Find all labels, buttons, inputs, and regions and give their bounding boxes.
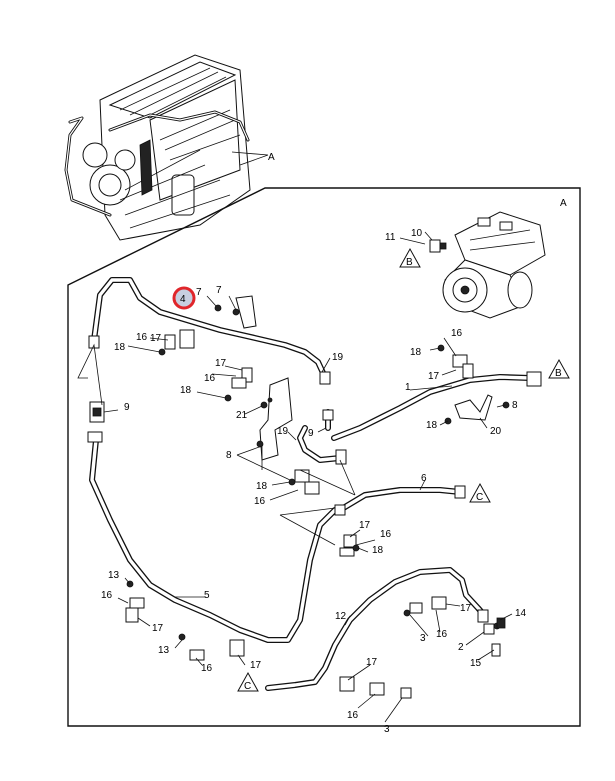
callout-17: 17: [359, 520, 371, 531]
detail-ref-a-box: A: [560, 198, 567, 209]
clamp-clips: [125, 329, 474, 696]
callout-19: 19: [277, 426, 289, 437]
grommet-9: [87, 401, 105, 443]
callout-13: 13: [108, 570, 120, 581]
callout-16: 16: [254, 496, 266, 507]
pipe-12: [265, 567, 488, 691]
engine-overview-illustration: [64, 54, 269, 241]
callout-3: 3: [420, 633, 426, 644]
bracket-7: [235, 295, 257, 329]
svg-text:B: B: [555, 368, 562, 379]
callout-9: 9: [308, 428, 314, 439]
callout-17: 17: [152, 623, 164, 634]
fitting-2-15: [483, 617, 506, 657]
highlight-callout-4[interactable]: 4: [172, 286, 196, 310]
callout-18: 18: [180, 385, 192, 396]
pipe-4: [91, 277, 327, 378]
callout-17: 17: [366, 657, 378, 668]
detail-ref-b-top: B: [399, 247, 421, 268]
callout-20: 20: [490, 426, 502, 437]
callout-9: 9: [124, 402, 130, 413]
callout-18: 18: [114, 342, 126, 353]
callout-7: 7: [216, 285, 222, 296]
callout-16: 16: [101, 590, 113, 601]
callout-8: 8: [226, 450, 232, 461]
callout-18: 18: [410, 347, 422, 358]
callout-12: 12: [335, 611, 347, 622]
detail-ref-a-top: A: [268, 152, 275, 163]
callout-1: 1: [405, 382, 411, 393]
callout-16: 16: [201, 663, 213, 674]
callout-4: 4: [180, 294, 186, 305]
callout-18: 18: [256, 481, 268, 492]
detail-ref-b-right: B: [548, 358, 570, 379]
air-compressor-illustration: [442, 211, 546, 319]
callout-2: 2: [458, 642, 464, 653]
callout-14: 14: [515, 608, 527, 619]
callout-16: 16: [380, 529, 392, 540]
callout-17: 17: [215, 358, 227, 369]
bracket-20: [454, 394, 493, 421]
callout-17: 17: [150, 333, 162, 344]
callout-16: 16: [204, 373, 216, 384]
callout-labels: 7 7 17 16 18 19 17 16 18 21 19 9 8 18 16…: [101, 285, 527, 735]
bracket-21: [259, 377, 293, 461]
callout-5: 5: [204, 590, 210, 601]
callout-19: 19: [332, 352, 344, 363]
callout-15: 15: [470, 658, 482, 669]
pipe-6: [337, 487, 463, 513]
callout-7: 7: [196, 287, 202, 298]
callout-16: 16: [347, 710, 359, 721]
callout-17: 17: [250, 660, 262, 671]
callout-11: 11: [385, 232, 396, 243]
detail-frame: [67, 187, 581, 727]
callout-16: 16: [136, 332, 148, 343]
callout-18: 18: [426, 420, 438, 431]
callout-18: 18: [372, 545, 384, 556]
svg-text:C: C: [476, 492, 483, 503]
callout-6: 6: [421, 473, 427, 484]
pipe-5: [89, 437, 338, 643]
pipe-1: [331, 374, 533, 441]
leader-lines: [77, 295, 513, 723]
plug-3: [400, 687, 412, 699]
detail-ref-c-right: C: [469, 482, 491, 503]
callout-8: 8: [512, 400, 518, 411]
svg-text:C: C: [244, 681, 251, 692]
callout-16: 16: [451, 328, 463, 339]
bolts: [126, 304, 510, 641]
callout-13: 13: [158, 645, 170, 656]
callout-16: 16: [436, 629, 448, 640]
callout-21: 21: [236, 410, 248, 421]
callout-10: 10: [411, 228, 423, 239]
detail-ref-c-bottom: C: [237, 671, 259, 692]
callout-3: 3: [384, 724, 390, 735]
callout-17: 17: [428, 371, 440, 382]
svg-text:B: B: [406, 257, 413, 268]
callout-17: 17: [460, 603, 472, 614]
fitting-10: [429, 239, 447, 253]
